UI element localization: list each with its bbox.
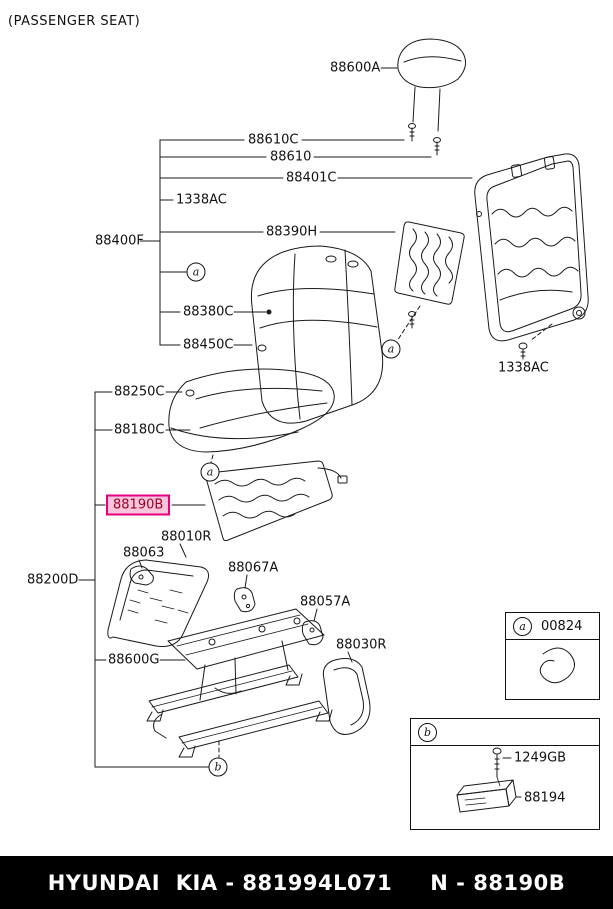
leader-lines-cushion (78, 391, 353, 768)
part-label-88610[interactable]: 88610 (270, 149, 312, 165)
part-label-88067A[interactable]: 88067A (228, 560, 279, 576)
legend-box-a: a 00824 (505, 612, 600, 700)
legend-callout-a: a (513, 616, 532, 636)
dashed-links (210, 305, 553, 758)
part-label-88194[interactable]: 88194 (524, 790, 566, 806)
legend-box-b: b (410, 718, 600, 830)
footer-part-bar: HYUNDAI KIA - 881994L071 N - 88190B (0, 856, 613, 909)
legend-module-drawing (456, 779, 522, 813)
seat-cushion-drawing (168, 368, 335, 453)
part-label-1338AC-right[interactable]: 1338AC (498, 360, 549, 376)
headrest-drawing (397, 38, 467, 156)
part-label-88030R[interactable]: 88030R (336, 637, 387, 653)
legend-callout-b: b (418, 722, 437, 742)
callout-a-heater: a (381, 339, 401, 359)
part-label-88610C[interactable]: 88610C (248, 132, 299, 148)
page-title: (PASSENGER SEAT) (8, 14, 141, 29)
part-label-88010R[interactable]: 88010R (161, 529, 212, 545)
part-label-88450C[interactable]: 88450C (183, 337, 234, 353)
part-label-88600G[interactable]: 88600G (108, 652, 160, 668)
callout-a-back: a (186, 262, 206, 282)
callout-a-cushion: a (200, 462, 220, 482)
footer-brand-text: HYUNDAI KIA - 881994L071 (47, 870, 393, 895)
bracket-88067A-drawing (233, 587, 256, 613)
part-label-88190B-highlighted[interactable]: 88190B (106, 494, 171, 516)
part-label-88200D[interactable]: 88200D (27, 572, 79, 588)
leader-lines-back (139, 67, 473, 346)
seatback-cushion-drawing (250, 245, 384, 424)
cushion-heater-pad-drawing (205, 460, 348, 542)
footer-part-number: N - 88190B (430, 870, 566, 895)
callout-b-track: b (208, 757, 228, 777)
bracket-88057A-drawing (301, 620, 324, 646)
part-label-88250C[interactable]: 88250C (114, 384, 165, 400)
legend-hook-drawing (539, 647, 575, 684)
bracket-88063-drawing (129, 565, 154, 586)
legend-box-b-header: b (411, 719, 599, 746)
part-label-88400F[interactable]: 88400F (95, 233, 144, 249)
part-label-88600A[interactable]: 88600A (330, 60, 381, 76)
part-label-88057A[interactable]: 88057A (300, 594, 351, 610)
legend-code-00824: 00824 (541, 618, 583, 634)
legend-box-a-header: a 00824 (506, 613, 599, 640)
back-heater-pad-drawing (394, 221, 465, 329)
part-label-1249GB[interactable]: 1249GB (514, 750, 567, 766)
part-label-1338AC-left[interactable]: 1338AC (176, 192, 227, 208)
part-label-88401C[interactable]: 88401C (286, 170, 337, 186)
seat-track-drawing (146, 608, 333, 758)
part-label-88063[interactable]: 88063 (123, 545, 165, 561)
outer-shield-drawing (322, 658, 371, 735)
part-label-88380C[interactable]: 88380C (183, 304, 234, 320)
inner-shield-drawing (107, 559, 209, 647)
seatback-frame-drawing (474, 153, 589, 360)
part-label-88390H[interactable]: 88390H (266, 224, 318, 240)
part-label-88180C[interactable]: 88180C (114, 422, 165, 438)
